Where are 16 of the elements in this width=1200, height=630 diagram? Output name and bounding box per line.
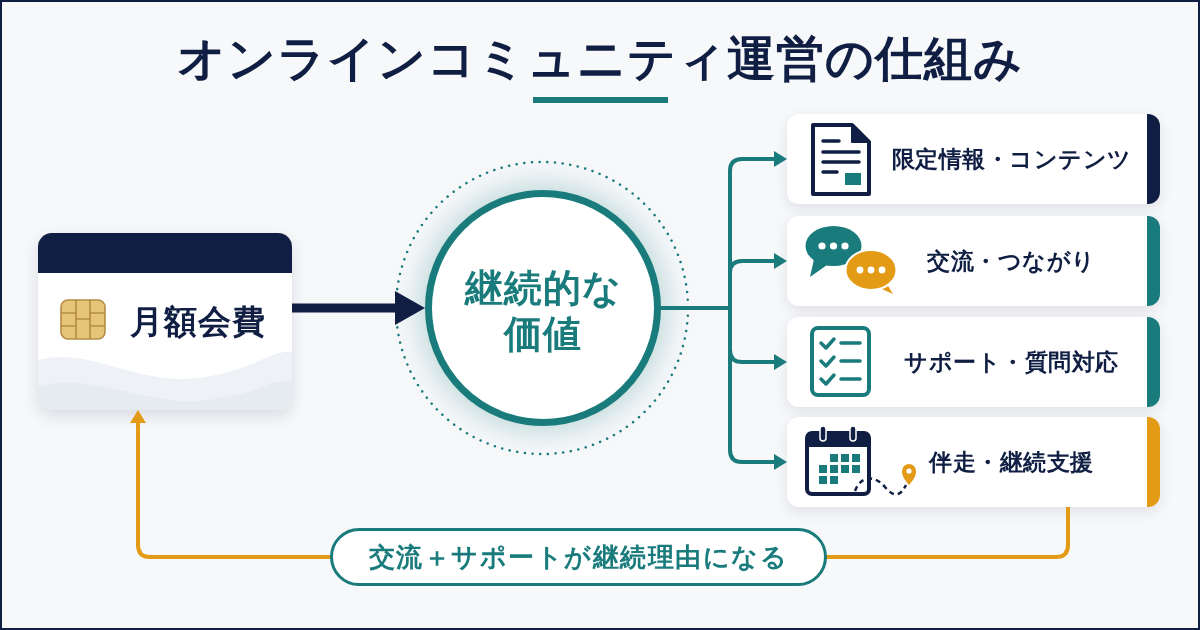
item-label: 限定情報・コンテンツ bbox=[891, 145, 1132, 174]
item-label: 交流・つながり bbox=[927, 247, 1096, 276]
title: オンラインコミュニティ運営の仕組み bbox=[177, 30, 1023, 86]
item-card bbox=[787, 114, 1160, 204]
arrow bbox=[661, 306, 787, 470]
card-label: 月額会費 bbox=[130, 302, 266, 342]
payment-card bbox=[38, 233, 292, 410]
arrow bbox=[292, 291, 425, 325]
value-circle bbox=[425, 190, 661, 426]
circle-label: 継続的な価値 bbox=[463, 265, 623, 357]
item-card bbox=[787, 216, 1160, 306]
item-label: サポート・質問対応 bbox=[904, 348, 1119, 377]
edge-label: 交流＋サポートが継続理由になる bbox=[330, 528, 827, 586]
item-card bbox=[787, 417, 1160, 507]
item-label: 伴走・継続支援 bbox=[929, 448, 1094, 477]
item-card bbox=[787, 317, 1160, 407]
